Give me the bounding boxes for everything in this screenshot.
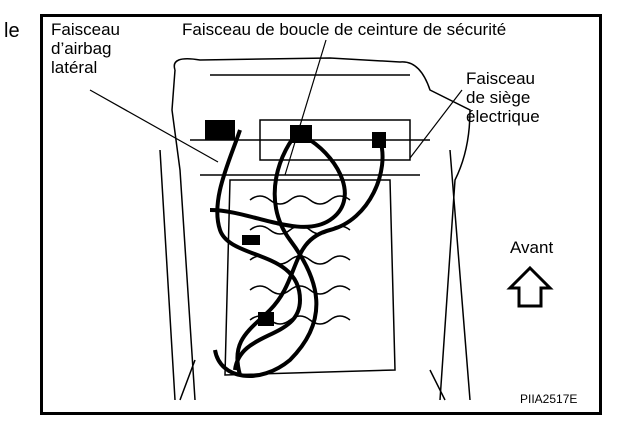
- cut-off-text: le: [4, 20, 20, 42]
- label-buckle-harness: Faisceau de boucle de ceinture de sécuri…: [182, 20, 507, 39]
- figure-code: PIIA2517E: [520, 392, 578, 406]
- label-front: Avant: [510, 238, 554, 257]
- front-arrow-icon: [506, 265, 554, 308]
- diagram-frame: [40, 14, 602, 415]
